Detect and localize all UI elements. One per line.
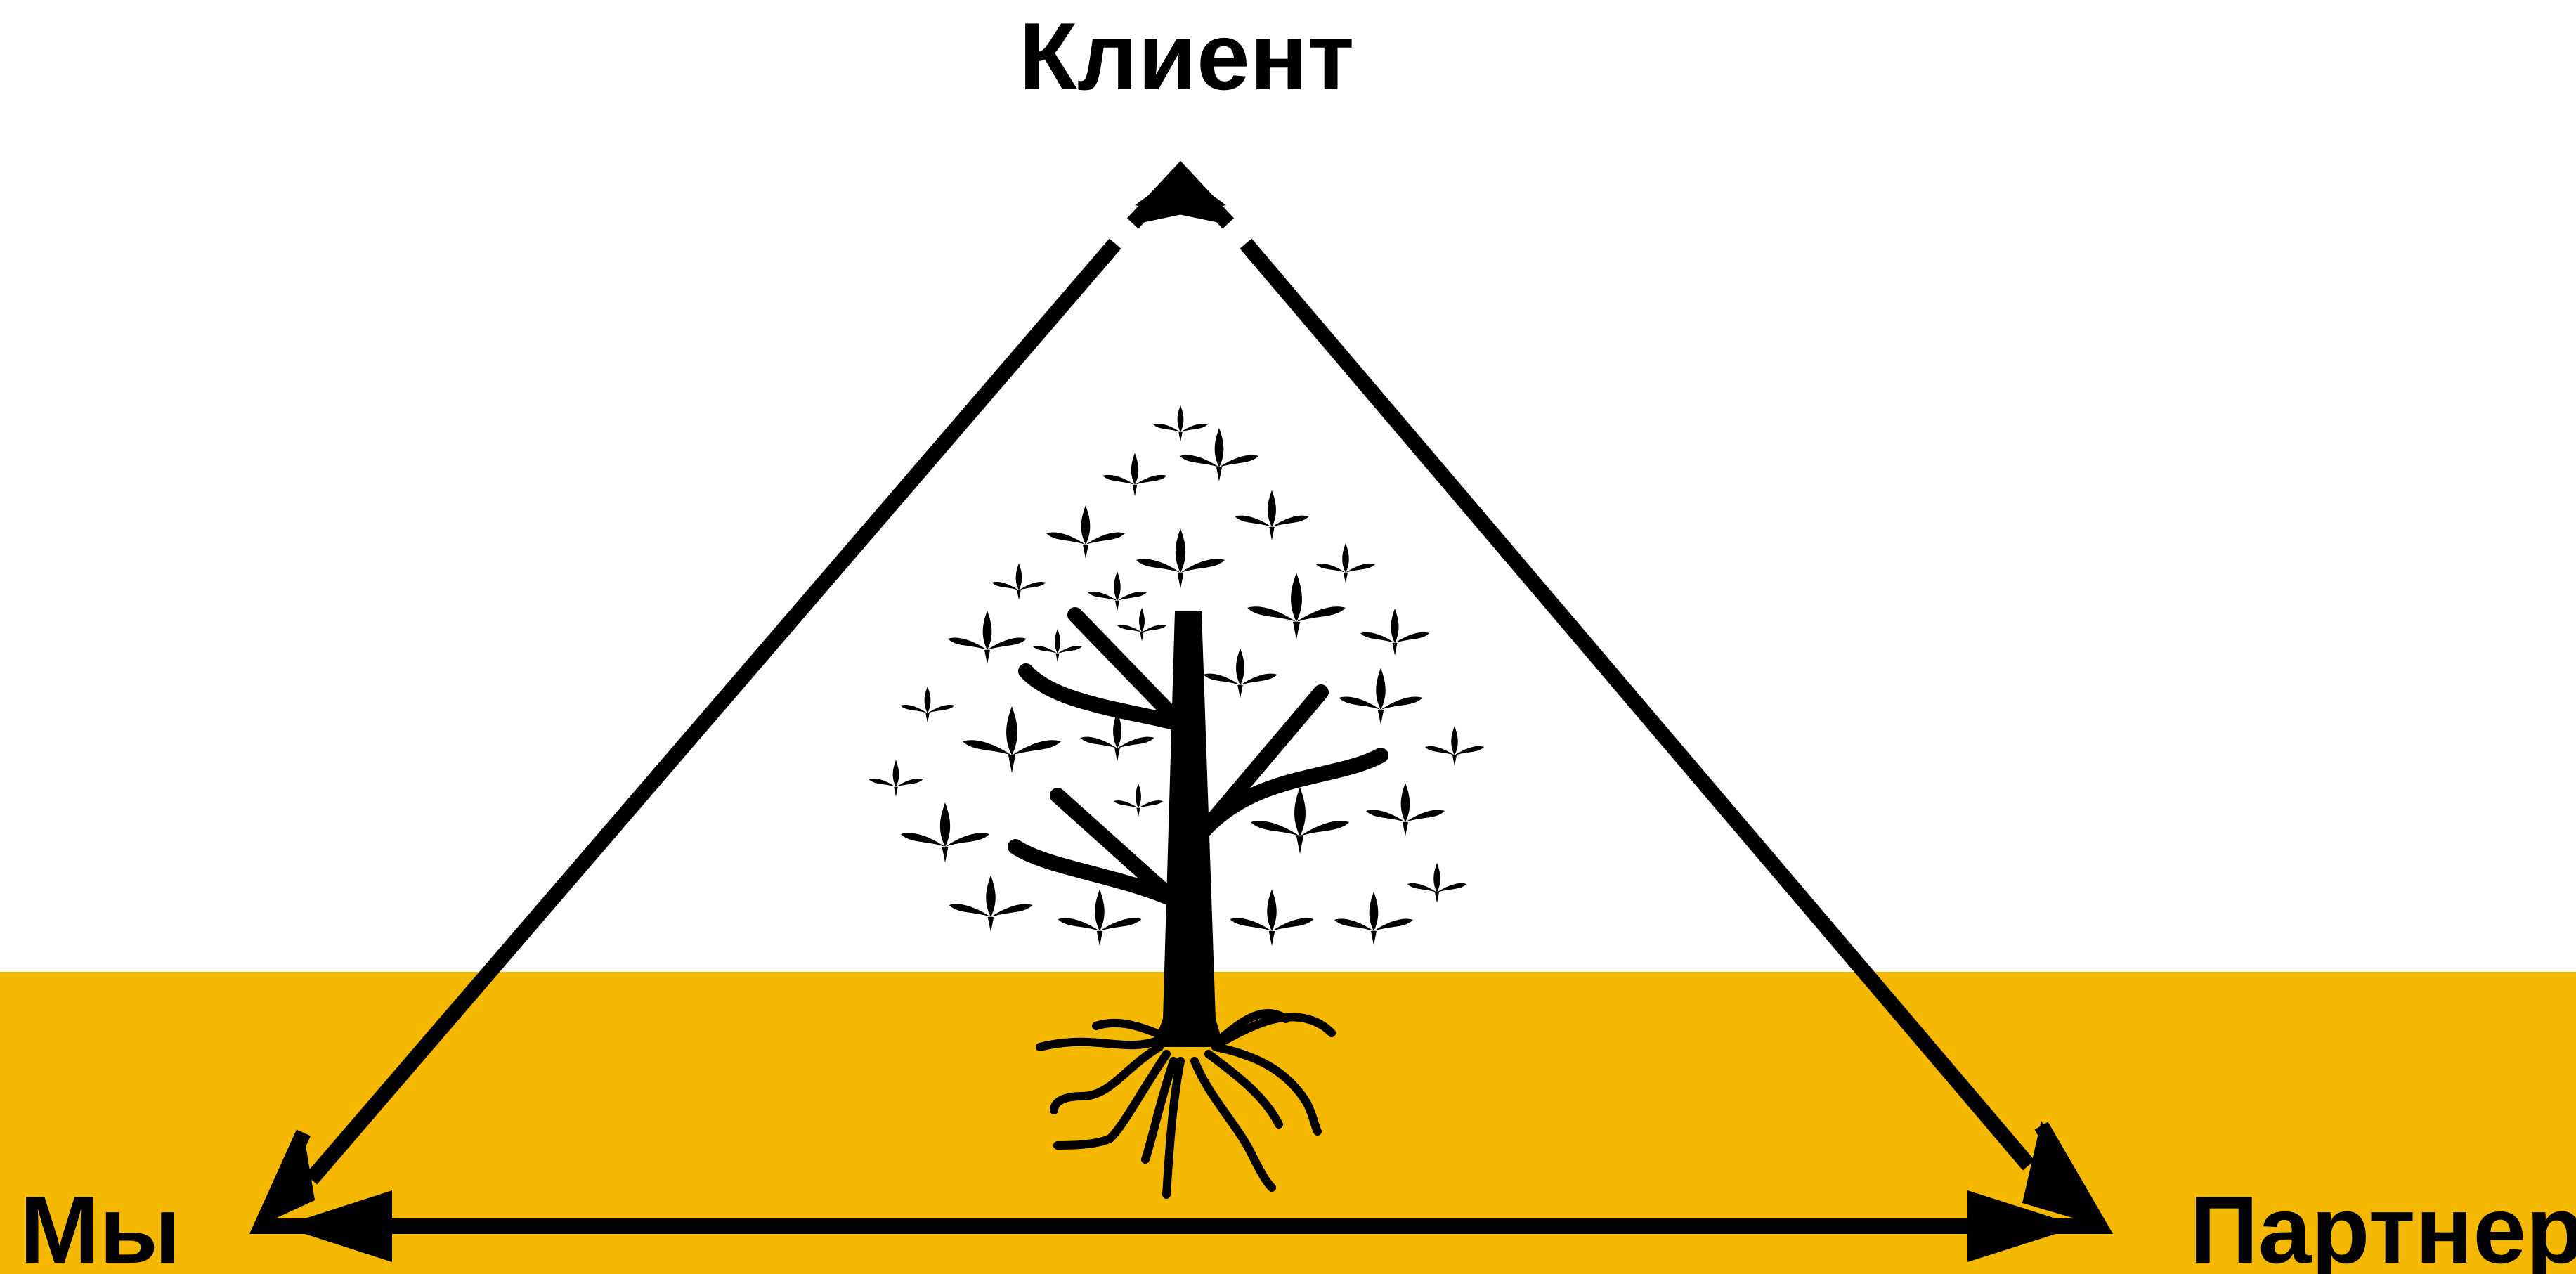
node-label-client: Клиент — [1019, 8, 1354, 104]
edge-left-right — [281, 1190, 2080, 1262]
edge-top-left-line — [316, 249, 1110, 1174]
node-label-us: Мы — [20, 1182, 181, 1274]
node-label-partner: Партнер — [2190, 1182, 2576, 1274]
leaf-cluster — [1154, 405, 1208, 442]
tree-with-roots-icon — [869, 405, 1485, 1195]
